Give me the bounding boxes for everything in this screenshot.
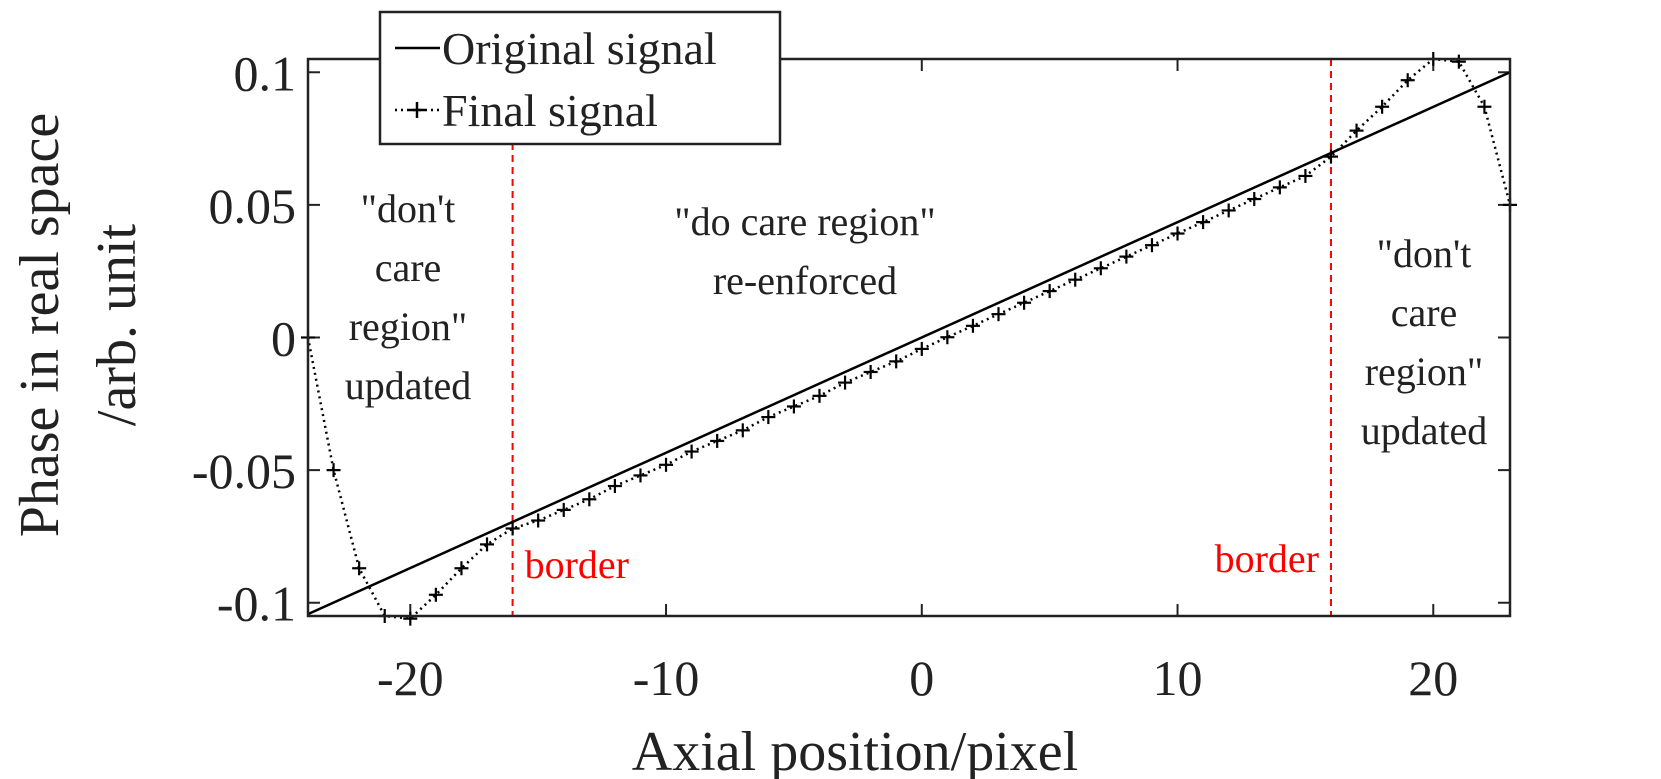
series-final-point [786,399,801,414]
series-final-point [1400,73,1415,88]
x-tick-label: -10 [633,650,700,706]
series-final-point [838,375,853,390]
y-tick-label: 0.05 [209,178,297,234]
border-lines: border border [511,59,1332,616]
series-final-point [505,521,520,536]
series-layer [301,52,1517,626]
x-ticks: -20 -10 0 10 20 [377,59,1458,706]
x-tick-label: 20 [1408,650,1458,706]
y-tick-label: 0 [271,311,296,367]
series-final-point [1477,99,1492,114]
plot-frame [306,57,1512,618]
y-axis-label-line-1: Phase in real space [9,113,71,537]
series-final-point [403,611,418,626]
x-tick-label: 10 [1153,650,1203,706]
y-tick-label: -0.05 [192,443,296,499]
series-final-point [1144,238,1159,253]
series-final-point [710,433,725,448]
series-final-point [914,341,929,356]
annotation-left-line: updated [345,363,472,408]
series-final-point [889,354,904,369]
x-axis-label: Axial position/pixel [632,721,1078,779]
series-final-point [326,463,341,478]
series-final-point [991,307,1006,322]
annotation-right-line: care [1391,290,1458,335]
series-final-point [812,388,827,403]
annotation-left-line: "don't [361,186,456,231]
series-final-point [1170,226,1185,241]
border-label: border [525,542,629,587]
series-final-point [1272,180,1287,195]
annotation-right-line: region" [1365,349,1484,394]
series-final-point [684,444,699,459]
series-final-point [1375,99,1390,114]
series-final-point [428,587,443,602]
annotation-center-line: "do care region" [674,199,935,244]
legend-marker-final [409,102,425,118]
region-annotations: "don't care region" updated "do care region"… [345,186,1488,453]
series-final-point [1298,168,1313,183]
series-final-point [1196,215,1211,230]
legend-box [378,10,782,146]
annotation-left-line: care [375,245,442,290]
legend: Original signal Final signal [378,10,782,146]
series-final-point [1119,249,1134,264]
series-final-point [582,492,597,507]
y-axis-label: Phase in real space /arb. unit [9,113,148,537]
annotation-right-line: "don't [1377,231,1472,276]
x-tick-label: -20 [377,650,444,706]
legend-label-original: Original signal [442,23,717,74]
series-final-point [761,410,776,425]
series-final-point [1451,54,1466,69]
series-final-point [1247,192,1262,207]
y-ticks: -0.1 -0.05 0 0.05 0.1 [192,45,1510,632]
series-final-line [306,57,1512,620]
series-final-point [1042,284,1057,299]
y-tick-label: -0.1 [217,576,296,632]
series-final-point [454,561,469,576]
series-final-point [1093,261,1108,276]
series-original-line [308,71,1510,616]
series-final-point [607,479,622,494]
series-final-point [1349,123,1364,138]
y-tick-label: 0.1 [234,45,297,101]
series-final-point [480,537,495,552]
series-final-point [1017,295,1032,310]
series-final-point [940,330,955,345]
annotation-left-line: region" [349,304,468,349]
annotation-right-line: updated [1361,408,1488,453]
border-label: border [1215,536,1319,581]
series-final-point [633,468,648,483]
series-final-point [735,423,750,438]
annotation-center-line: re-enforced [713,258,897,303]
series-final-point [659,457,674,472]
series-final-point [531,513,546,528]
series-final-point [863,364,878,379]
series-final-point [1068,272,1083,287]
legend-label-final: Final signal [442,85,658,136]
series-final-point [1323,149,1338,164]
series-final-point [556,502,571,517]
y-axis-label-line-2: /arb. unit [86,223,148,426]
series-final-point [352,561,367,576]
series-final-point [965,318,980,333]
series-final-point [1221,203,1236,218]
x-tick-label: 0 [909,650,934,706]
